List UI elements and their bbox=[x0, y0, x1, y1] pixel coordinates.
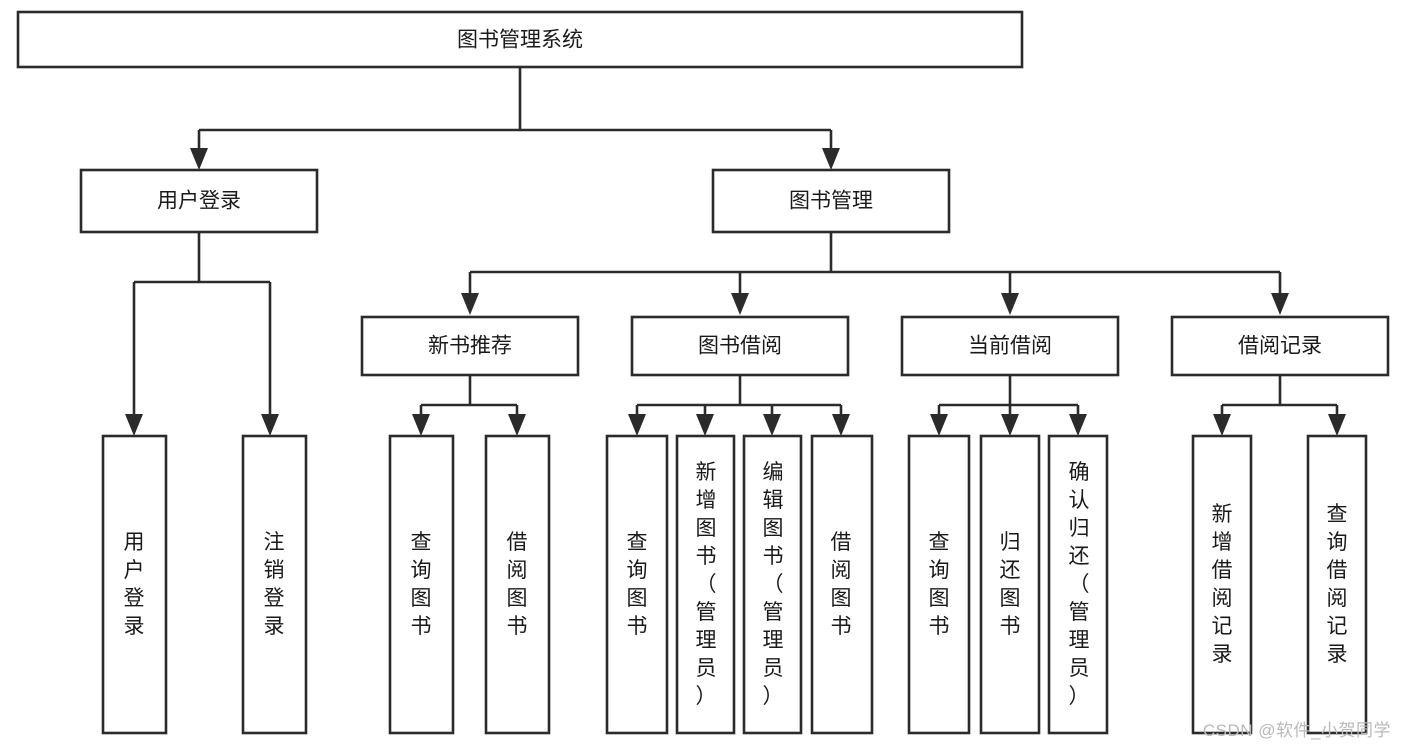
node-current-borrow-label: 当前借阅 bbox=[968, 335, 1052, 358]
node-leaf-return-book-label: 归还图书 bbox=[1000, 531, 1021, 638]
node-book-borrow-label: 图书借阅 bbox=[698, 335, 782, 358]
arrow-head-leaf-confirm-return bbox=[1069, 414, 1087, 436]
node-leaf-query-book-2-box[interactable] bbox=[605, 434, 669, 735]
node-leaf-borrow-book-1[interactable]: 借阅图书 bbox=[484, 434, 551, 735]
arrow-head-new-book-recommend bbox=[461, 293, 479, 315]
node-leaf-add-book-label: 新增图书（管理员） bbox=[696, 461, 717, 708]
node-leaf-return-book-box[interactable] bbox=[979, 434, 1041, 735]
node-user-login-label: 用户登录 bbox=[157, 190, 241, 213]
node-leaf-edit-book-label: 编辑图书（管理员） bbox=[763, 461, 784, 708]
arrow-head-leaf-query-book-2 bbox=[628, 414, 646, 436]
node-leaf-query-book-2[interactable]: 查询图书 bbox=[605, 434, 669, 735]
node-leaf-query-record-box[interactable] bbox=[1306, 434, 1368, 735]
node-leaf-query-book-1-label: 查询图书 bbox=[411, 531, 432, 638]
connector-layer bbox=[125, 67, 1346, 436]
arrow-head-leaf-add-record bbox=[1213, 414, 1231, 436]
node-leaf-add-record[interactable]: 新增借阅记录 bbox=[1191, 434, 1253, 735]
node-leaf-user-logout-box[interactable] bbox=[241, 434, 308, 735]
node-leaf-confirm-return-box[interactable] bbox=[1047, 434, 1109, 735]
node-leaf-add-record-label: 新增借阅记录 bbox=[1212, 503, 1233, 666]
arrow-head-user-login bbox=[190, 148, 208, 170]
csdn-watermark: CSDN @软件_小贺同学 bbox=[1202, 721, 1391, 740]
arrow-head-borrow-record bbox=[1271, 293, 1289, 315]
arrow-head-leaf-return-book bbox=[1001, 414, 1019, 436]
node-leaf-borrow-book-1-box[interactable] bbox=[484, 434, 551, 735]
node-leaf-borrow-book-2-box[interactable] bbox=[810, 434, 874, 735]
arrow-head-leaf-edit-book bbox=[763, 414, 781, 436]
node-leaf-query-record-label: 查询借阅记录 bbox=[1327, 503, 1348, 666]
arrow-head-leaf-query-book-1 bbox=[412, 414, 430, 436]
node-leaf-confirm-return-label: 确认归还（管理员） bbox=[1069, 461, 1090, 708]
node-leaf-query-book-2-label: 查询图书 bbox=[627, 531, 648, 638]
arrow-head-leaf-borrow-book-1 bbox=[508, 414, 526, 436]
node-user-login[interactable]: 用户登录 bbox=[79, 168, 319, 234]
node-leaf-query-book-1[interactable]: 查询图书 bbox=[388, 434, 455, 735]
node-leaf-add-book[interactable]: 新增图书（管理员） bbox=[675, 434, 736, 735]
node-borrow-record-box[interactable] bbox=[1170, 315, 1390, 377]
node-new-book-recommend[interactable]: 新书推荐 bbox=[360, 315, 580, 377]
node-leaf-user-login-label: 用户登录 bbox=[124, 531, 145, 638]
node-current-borrow[interactable]: 当前借阅 bbox=[900, 315, 1120, 377]
node-new-book-recommend-label: 新书推荐 bbox=[428, 335, 512, 358]
node-current-borrow-box[interactable] bbox=[900, 315, 1120, 377]
node-borrow-record[interactable]: 借阅记录 bbox=[1170, 315, 1390, 377]
node-book-manage-label: 图书管理 bbox=[789, 190, 873, 213]
node-leaf-query-record[interactable]: 查询借阅记录 bbox=[1306, 434, 1368, 735]
arrow-head-book-borrow bbox=[731, 293, 749, 315]
arrow-head-leaf-query-record bbox=[1328, 414, 1346, 436]
node-leaf-user-logout-label: 注销登录 bbox=[264, 531, 285, 638]
arrow-head-book-manage bbox=[822, 148, 840, 170]
node-user-login-box[interactable] bbox=[79, 168, 319, 234]
node-new-book-recommend-box[interactable] bbox=[360, 315, 580, 377]
node-root[interactable]: 图书管理系统 bbox=[16, 10, 1024, 69]
node-leaf-borrow-book-2-label: 借阅图书 bbox=[831, 531, 852, 638]
node-leaf-query-book-3-box[interactable] bbox=[907, 434, 971, 735]
node-borrow-record-label: 借阅记录 bbox=[1238, 335, 1322, 358]
node-leaf-edit-book-box[interactable] bbox=[742, 434, 803, 735]
node-leaf-query-book-3-label: 查询图书 bbox=[929, 531, 950, 638]
node-root-box[interactable] bbox=[16, 10, 1024, 69]
node-leaf-return-book[interactable]: 归还图书 bbox=[979, 434, 1041, 735]
arrow-head-leaf-borrow-book-2 bbox=[832, 414, 850, 436]
node-leaf-confirm-return[interactable]: 确认归还（管理员） bbox=[1047, 434, 1109, 735]
node-book-borrow[interactable]: 图书借阅 bbox=[630, 315, 850, 377]
arrow-head-current-borrow bbox=[1001, 293, 1019, 315]
node-leaf-add-book-box[interactable] bbox=[675, 434, 736, 735]
node-leaf-query-book-3[interactable]: 查询图书 bbox=[907, 434, 971, 735]
node-leaf-borrow-book-1-label: 借阅图书 bbox=[507, 531, 528, 638]
node-book-manage-box[interactable] bbox=[711, 168, 951, 234]
node-leaf-user-login[interactable]: 用户登录 bbox=[101, 434, 168, 735]
node-leaf-user-logout[interactable]: 注销登录 bbox=[241, 434, 308, 735]
arrow-head-leaf-user-logout bbox=[261, 414, 279, 436]
arrow-head-leaf-add-book bbox=[696, 414, 714, 436]
node-leaf-user-login-box[interactable] bbox=[101, 434, 168, 735]
node-book-borrow-box[interactable] bbox=[630, 315, 850, 377]
arrow-head-leaf-query-book-3 bbox=[930, 414, 948, 436]
node-leaf-add-record-box[interactable] bbox=[1191, 434, 1253, 735]
node-book-manage[interactable]: 图书管理 bbox=[711, 168, 951, 234]
arrow-head-leaf-user-login bbox=[125, 414, 143, 436]
node-root-label: 图书管理系统 bbox=[457, 29, 583, 52]
node-leaf-edit-book[interactable]: 编辑图书（管理员） bbox=[742, 434, 803, 735]
node-leaf-borrow-book-2[interactable]: 借阅图书 bbox=[810, 434, 874, 735]
node-leaf-query-book-1-box[interactable] bbox=[388, 434, 455, 735]
